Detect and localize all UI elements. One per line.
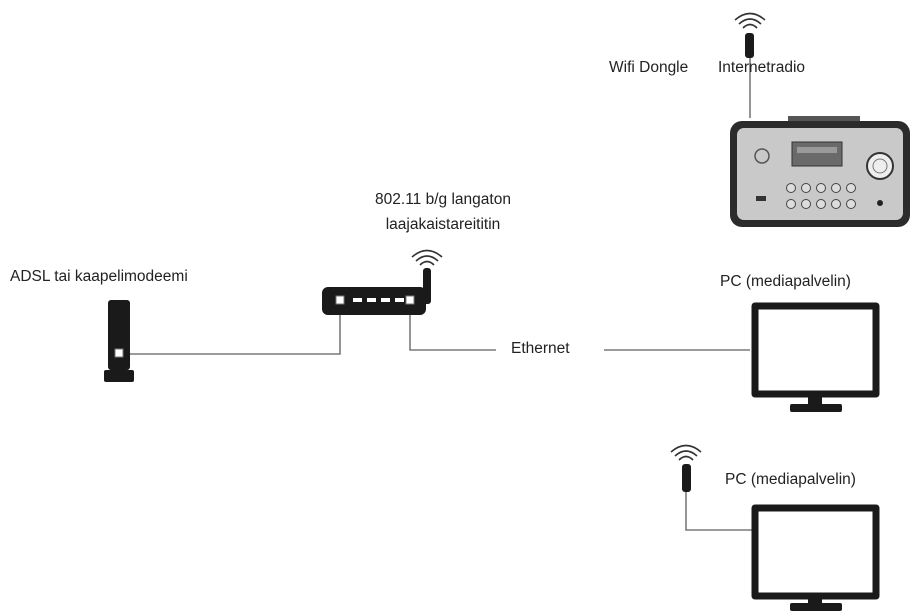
modem-port [114,348,124,358]
monitor-stand [790,603,842,611]
monitor-frame [751,302,880,398]
internet-radio-device [730,116,910,227]
radio-preset-buttons [786,183,856,209]
modem-router-cable [120,300,341,355]
radio-usb-port [756,196,766,201]
pc-monitor-wireless [751,504,880,611]
wifi-signal-icon [411,249,443,266]
usb-dongle-icon [682,464,691,492]
cables [120,58,752,531]
modem-label: ADSL tai kaapelimodeemi [10,268,188,285]
wifi-dongle-bottom [670,444,702,492]
monitor-stand [790,404,842,412]
router-ethernet-cable-left [409,300,496,351]
router-port-wan [335,295,345,305]
ethernet-label: Ethernet [511,340,570,357]
pc-wireless-label: PC (mediapalvelin) [725,471,856,488]
pc-wired-label: PC (mediapalvelin) [720,273,851,290]
wifi-dongle-label: Wifi Dongle [609,59,689,76]
router-device [322,249,443,315]
router-label-line2: laajakaistareititin [385,216,501,233]
router-label-line1: 802.11 b/g langaton [375,191,511,208]
modem-device [104,300,134,382]
radio-power-knob [754,148,770,164]
radio-display [791,141,843,167]
router-leds [353,298,404,302]
router-port-lan [405,295,415,305]
wifi-signal-icon [670,444,702,461]
monitor-frame [751,504,880,600]
modem-body [108,300,130,370]
dongle-pc-cable [685,492,752,531]
monitor-neck [808,599,822,604]
radio-volume-knob [866,152,894,180]
wifi-dongle-top [734,12,766,58]
radio-headphone-jack [877,200,883,206]
usb-dongle-icon [745,33,754,58]
internet-radio-label: Internetradio [718,59,806,76]
modem-base [104,370,134,382]
monitor-neck [808,397,822,405]
pc-monitor-wired [751,302,880,412]
wifi-signal-icon [734,12,766,29]
